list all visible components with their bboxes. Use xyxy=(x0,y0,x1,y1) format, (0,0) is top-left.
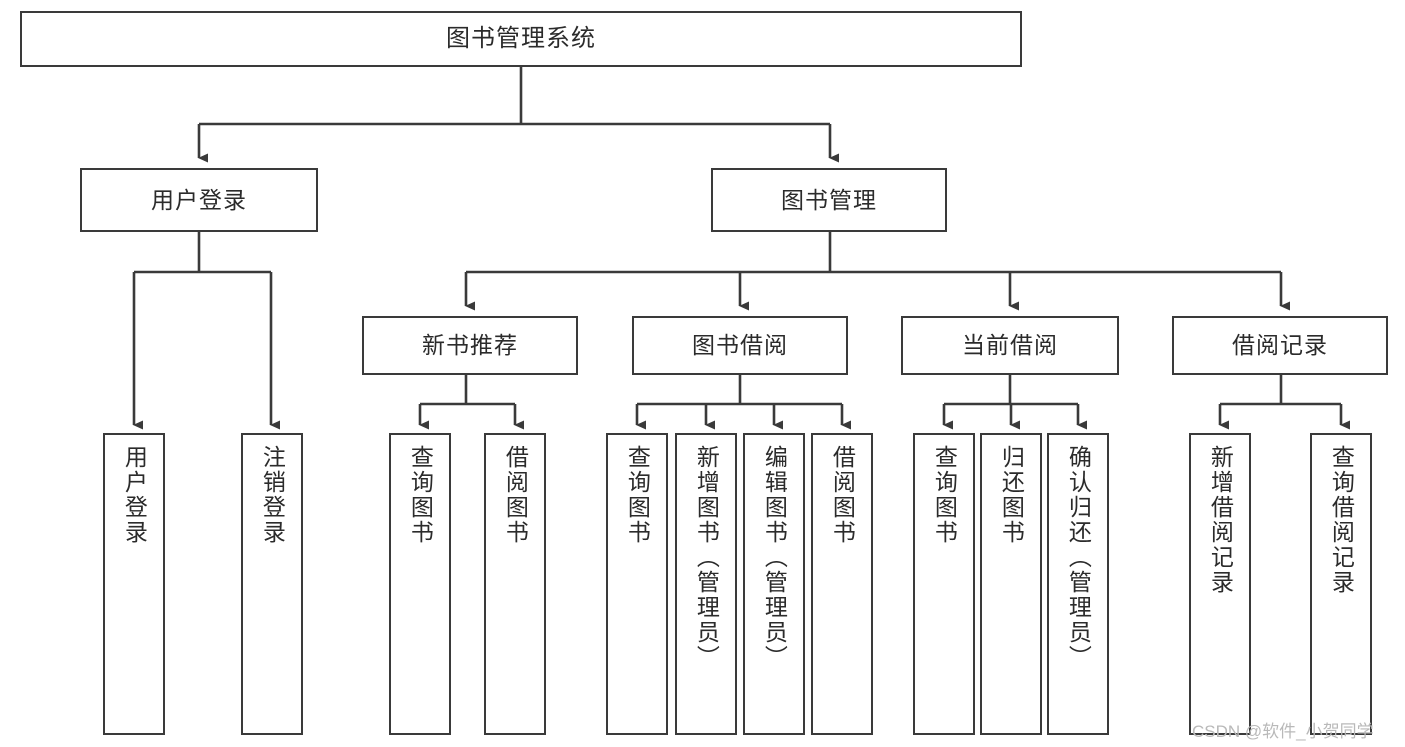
leaf-current-borrow-return-book[interactable]: 归还图书 xyxy=(980,433,1042,735)
node-label: 借阅图书 xyxy=(829,445,856,545)
node-label: 查询图书 xyxy=(624,445,651,545)
leaf-current-borrow-query-book[interactable]: 查询图书 xyxy=(913,433,975,735)
node-label: 图书借阅 xyxy=(692,332,788,359)
node-label: 图书管理 xyxy=(781,186,877,213)
node-book-management[interactable]: 图书管理 xyxy=(711,168,947,232)
node-label: 新增图书（管理员） xyxy=(693,445,720,670)
leaf-current-borrow-confirm-return-admin[interactable]: 确认归还（管理员） xyxy=(1047,433,1109,735)
node-label: 借阅记录 xyxy=(1232,332,1328,359)
node-label: 图书管理系统 xyxy=(446,25,596,53)
node-label: 确认归还（管理员） xyxy=(1065,445,1092,670)
node-label: 用户登录 xyxy=(151,186,247,213)
csdn-watermark: CSDN @软件_小贺同学 xyxy=(1192,722,1374,741)
node-label: 查询借阅记录 xyxy=(1328,445,1355,595)
leaf-book-borrow-edit-book-admin[interactable]: 编辑图书（管理员） xyxy=(743,433,805,735)
node-label: 查询图书 xyxy=(931,445,958,545)
leaf-book-borrow-add-book-admin[interactable]: 新增图书（管理员） xyxy=(675,433,737,735)
node-label: 新书推荐 xyxy=(422,332,518,359)
leaf-user-login-logout[interactable]: 注销登录 xyxy=(241,433,303,735)
node-label: 当前借阅 xyxy=(962,332,1058,359)
node-borrow-record[interactable]: 借阅记录 xyxy=(1172,316,1388,375)
node-book-borrow[interactable]: 图书借阅 xyxy=(632,316,848,375)
node-label: 归还图书 xyxy=(998,445,1025,545)
node-label: 用户登录 xyxy=(121,445,148,545)
node-new-book-recommend[interactable]: 新书推荐 xyxy=(362,316,578,375)
node-label: 借阅图书 xyxy=(502,445,529,545)
node-root-book-management-system[interactable]: 图书管理系统 xyxy=(20,11,1022,67)
node-label: 新增借阅记录 xyxy=(1207,445,1234,595)
node-label: 编辑图书（管理员） xyxy=(761,445,788,670)
node-label: 注销登录 xyxy=(259,445,286,545)
node-current-borrow[interactable]: 当前借阅 xyxy=(901,316,1119,375)
node-user-login[interactable]: 用户登录 xyxy=(80,168,318,232)
node-label: 查询图书 xyxy=(407,445,434,545)
leaf-user-login-login[interactable]: 用户登录 xyxy=(103,433,165,735)
leaf-book-borrow-query-book[interactable]: 查询图书 xyxy=(606,433,668,735)
leaf-borrow-record-query-record[interactable]: 查询借阅记录 xyxy=(1310,433,1372,735)
leaf-new-book-query-book[interactable]: 查询图书 xyxy=(389,433,451,735)
leaf-borrow-record-add-record[interactable]: 新增借阅记录 xyxy=(1189,433,1251,735)
leaf-book-borrow-borrow-book[interactable]: 借阅图书 xyxy=(811,433,873,735)
leaf-new-book-borrow-book[interactable]: 借阅图书 xyxy=(484,433,546,735)
